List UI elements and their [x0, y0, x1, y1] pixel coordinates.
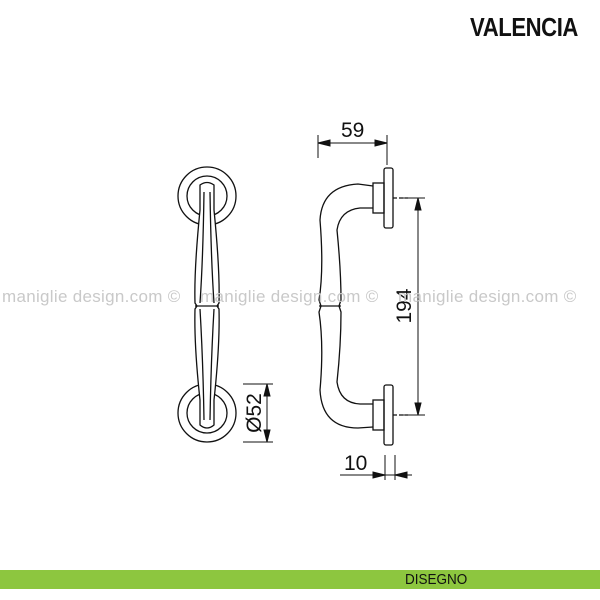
dimension-height-label: 194 [393, 288, 416, 323]
footer-bar: DISEGNO [0, 570, 600, 589]
front-view [177, 166, 237, 443]
product-title: VALENCIA [470, 12, 578, 42]
footer-label: DISEGNO [405, 571, 468, 588]
watermark-text: maniglie design.com © [2, 287, 181, 306]
dimension-height [400, 197, 425, 416]
watermark-text: maniglie design.com © [398, 287, 577, 306]
dimension-depth [340, 455, 412, 480]
watermark-text: maniglie design.com © [200, 287, 379, 306]
dimension-rosette-diameter [243, 383, 273, 443]
dimension-width-label: 59 [341, 119, 364, 142]
side-view [318, 167, 408, 446]
dimension-width [317, 135, 388, 165]
dimension-depth-label: 10 [344, 452, 367, 475]
dimension-diameter-label: Ø52 [243, 393, 266, 433]
